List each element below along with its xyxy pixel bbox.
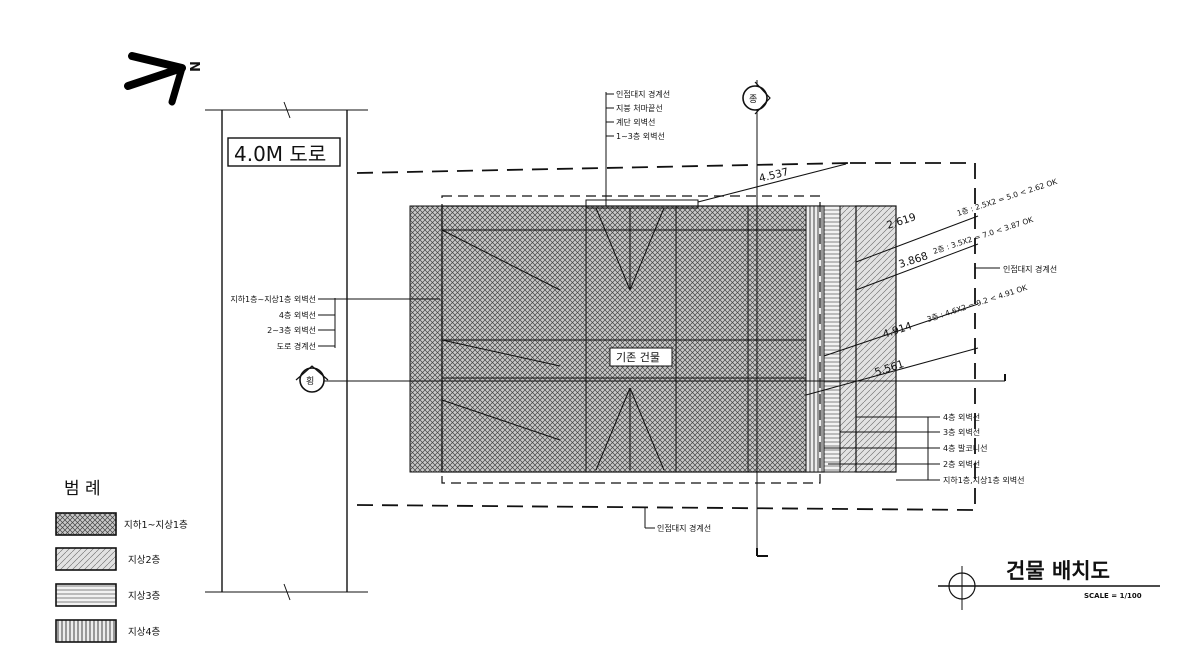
right-leaders — [824, 416, 940, 481]
road-label-box — [227, 137, 341, 167]
left-leader-3: 2~3층 외벽선 — [267, 325, 316, 335]
legend-item-3: 지상3층 — [128, 591, 161, 602]
right-leader-3: 4층 발코니선 — [943, 443, 987, 453]
top-leader-1: 인접대지 경계선 — [616, 89, 670, 99]
legend-item-2: 지상2층 — [128, 555, 161, 566]
section-mark-top-text: 종 — [749, 94, 757, 105]
left-leader-2: 4층 외벽선 — [279, 310, 316, 320]
legend-swatch-2 — [55, 547, 117, 571]
calc-3: 3층 : 4.6X2 = 9.2 < 4.91 OK — [926, 283, 1029, 324]
top-leader-2: 지붕 처마끝선 — [616, 104, 663, 113]
building-footprint — [409, 199, 897, 473]
drawing-title: 건물 배치도 — [1006, 559, 1110, 583]
center-label: 기존 건물 — [616, 351, 660, 364]
right-boundary-label: 인접대지 경계선 — [1003, 264, 1057, 274]
road — [205, 101, 368, 601]
center-label-box — [609, 347, 673, 367]
bottom-boundary-leader — [644, 508, 655, 529]
legend-swatch-4 — [55, 619, 117, 643]
right-leader-5: 지하1층,지상1층 외벽선 — [943, 475, 1025, 485]
drawing-scale: SCALE = 1/100 — [1084, 592, 1142, 600]
dim-3: 3.868 — [897, 250, 929, 271]
right-leader-4: 2층 외벽선 — [943, 459, 980, 469]
right-leader-1: 4층 외벽선 — [943, 412, 980, 422]
legend-swatch-3 — [55, 583, 117, 607]
legend-item-1: 지하1~지상1층 — [124, 519, 188, 531]
dimension-lines — [697, 163, 979, 396]
legend — [55, 512, 117, 643]
right-leader-2: 3층 외벽선 — [943, 427, 980, 437]
north-mark: N — [186, 61, 201, 72]
title-block — [938, 566, 1160, 610]
legend-item-4: 지상4층 — [128, 627, 161, 638]
calc-2: 2층 : 3.5X2 = 7.0 < 3.87 OK — [932, 215, 1035, 256]
calc-1: 1층 : 2.5X2 = 5.0 < 2.62 OK — [956, 177, 1059, 218]
road-label: 4.0M 도로 — [234, 142, 326, 166]
eave-outline — [441, 195, 821, 484]
left-leader-1: 지하1층~지상1층 외벽선 — [230, 294, 316, 304]
legend-title: 범 례 — [64, 479, 101, 499]
north-arrow-icon: N — [124, 52, 201, 106]
section-mark-left-text: 횡 — [306, 375, 314, 387]
site-boundary — [356, 162, 976, 511]
bottom-boundary-label: 인접대지 경계선 — [657, 523, 711, 533]
legend-swatch-1 — [55, 512, 117, 536]
section-mark-top: 종 — [742, 80, 771, 557]
top-leader-4: 1~3층 외벽선 — [616, 131, 665, 141]
top-leaders — [605, 92, 614, 206]
left-leaders — [318, 298, 440, 348]
section-mark-left: 횡 — [295, 365, 1006, 393]
left-leader-4: 도로 경계선 — [277, 341, 316, 351]
top-leader-3: 계단 외벽선 — [616, 117, 655, 127]
